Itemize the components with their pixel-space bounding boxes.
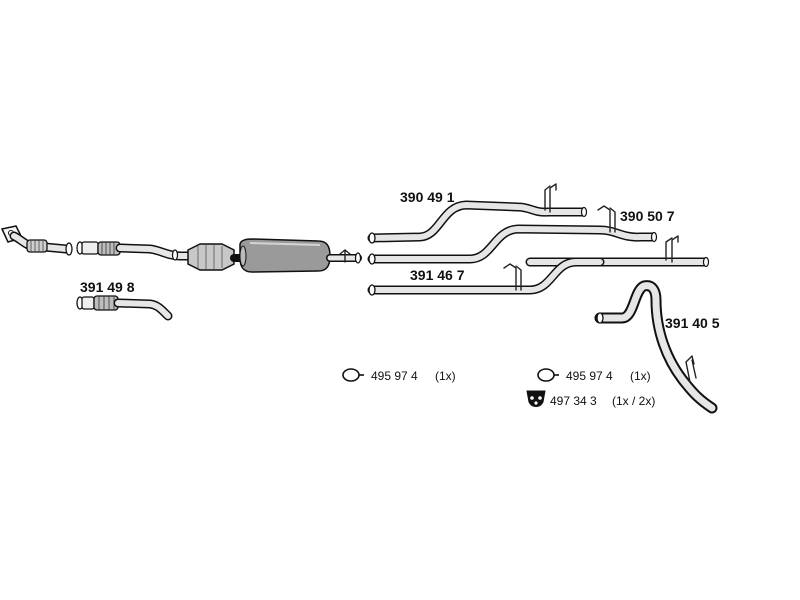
- accessory-qty: (1x): [435, 369, 456, 383]
- tailpipe-a[interactable]: [367, 183, 588, 244]
- accessory-qty: (1x / 2x): [612, 394, 655, 408]
- accessory-number: 495 97 4: [566, 369, 613, 383]
- tailpipe-d[interactable]: [594, 280, 718, 414]
- tailpipe-b[interactable]: [367, 205, 658, 265]
- clamp-icon: [526, 390, 546, 407]
- accessory-number: 497 34 3: [550, 394, 597, 408]
- part-number-label: 391 46 7: [410, 267, 465, 283]
- tailpipe-b-rear: [525, 235, 710, 268]
- catalytic-converter[interactable]: [76, 241, 235, 271]
- flex-pipe[interactable]: [76, 295, 173, 321]
- rubber-ring-icon: [342, 368, 364, 382]
- rubber-ring-icon: [537, 368, 559, 382]
- part-number-label: 390 49 1: [400, 189, 455, 205]
- center-muffler[interactable]: [230, 238, 362, 273]
- accessory-number: 495 97 4: [371, 369, 418, 383]
- tailpipe-c[interactable]: [367, 257, 605, 296]
- accessory-qty: (1x): [630, 369, 651, 383]
- accessory-item: 495 97 4 (1x): [537, 368, 651, 383]
- accessory-item: 495 97 4 (1x): [342, 368, 456, 383]
- part-number-label: 390 50 7: [620, 208, 675, 224]
- accessory-item: 497 34 3 (1x / 2x): [526, 390, 655, 408]
- part-number-label: 391 40 5: [665, 315, 720, 331]
- part-number-label: 391 49 8: [80, 279, 135, 295]
- front-pipe[interactable]: [0, 225, 73, 256]
